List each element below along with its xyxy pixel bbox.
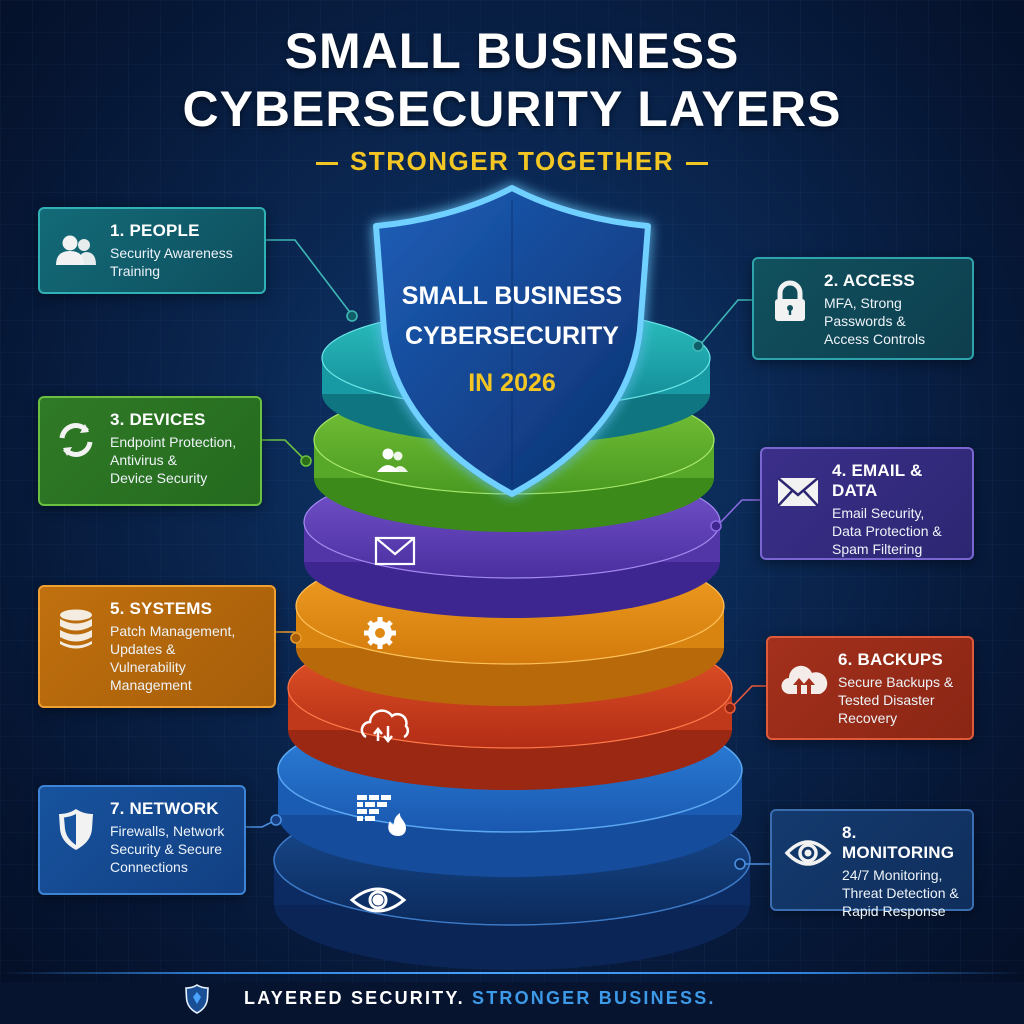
card-backups: 6. BACKUPS Secure Backups &Tested Disast…: [766, 636, 974, 740]
footer-divider: [0, 972, 1024, 974]
central-shield: [373, 185, 651, 497]
shield-line-1: SMALL BUSINESS: [401, 282, 623, 310]
shield-line-3: IN 2026: [468, 369, 556, 397]
connectors: [246, 239, 770, 870]
cloud-upload-icon: [781, 665, 828, 695]
footer-tagline-part2: STRONGER BUSINESS.: [471, 988, 716, 1008]
footer-tagline-part1: LAYERED SECURITY.: [244, 988, 465, 1008]
envelope-icon: [777, 477, 819, 507]
disc-icon-envelope: [374, 536, 416, 566]
title-line-2: CYBERSECURITY LAYERS: [182, 81, 842, 137]
card-title: 8. MONITORING: [842, 823, 955, 862]
footer-tagline: LAYERED SECURITY. STRONGER BUSINESS.: [244, 988, 716, 1009]
card-monitoring: 8. MONITORING 24/7 Monitoring,Threat Det…: [770, 809, 974, 919]
card-title: 5. SYSTEMS: [110, 599, 213, 618]
card-systems: 5. SYSTEMS Patch Management,Updates &Vul…: [38, 585, 276, 708]
card-title: 4. EMAIL & DATA: [832, 461, 923, 500]
disc-icon-gear: [364, 617, 396, 649]
card-desc: Email Security,Data Protection &Spam Fil…: [832, 505, 942, 557]
eye-icon: [784, 840, 832, 866]
card-email-data: 4. EMAIL & DATA Email Security,Data Prot…: [760, 447, 974, 560]
disc-icon-cloud: [360, 709, 410, 744]
card-title: 6. BACKUPS: [838, 650, 943, 669]
subtitle-dash-right: [686, 161, 709, 165]
shield-line-2: CYBERSECURITY: [405, 322, 619, 350]
disc-icon-people: [377, 448, 408, 472]
sync-icon: [59, 423, 93, 457]
shield-icon: [59, 809, 93, 850]
subtitle-text: STRONGER TOGETHER: [349, 146, 675, 176]
disc-icon-eye: [349, 887, 407, 913]
footer-bar: [0, 982, 1024, 1024]
card-title: 2. ACCESS: [824, 271, 915, 290]
shield-label: SMALL BUSINESS CYBERSECURITY IN 2026: [372, 186, 652, 496]
card-title: 7. NETWORK: [110, 799, 219, 818]
people-icon: [56, 235, 96, 265]
page-title: SMALL BUSINESS CYBERSECURITY LAYERS: [0, 22, 1024, 138]
card-desc: Endpoint Protection,Antivirus &Device Se…: [110, 434, 237, 486]
subtitle-dash-left: [315, 161, 338, 165]
footer-shield-icon: [185, 984, 209, 1014]
card-title: 3. DEVICES: [110, 410, 206, 429]
disc-icon-firewall: [357, 795, 406, 836]
database-icon: [60, 609, 92, 649]
lock-icon: [775, 280, 805, 321]
title-line-1: SMALL BUSINESS: [284, 23, 740, 79]
subtitle: STRONGER TOGETHER: [0, 146, 1024, 177]
card-devices: 3. DEVICES Endpoint Protection,Antivirus…: [38, 396, 262, 506]
card-title: 1. PEOPLE: [110, 221, 200, 240]
card-desc: 24/7 Monitoring,Threat Detection &Rapid …: [842, 867, 959, 919]
